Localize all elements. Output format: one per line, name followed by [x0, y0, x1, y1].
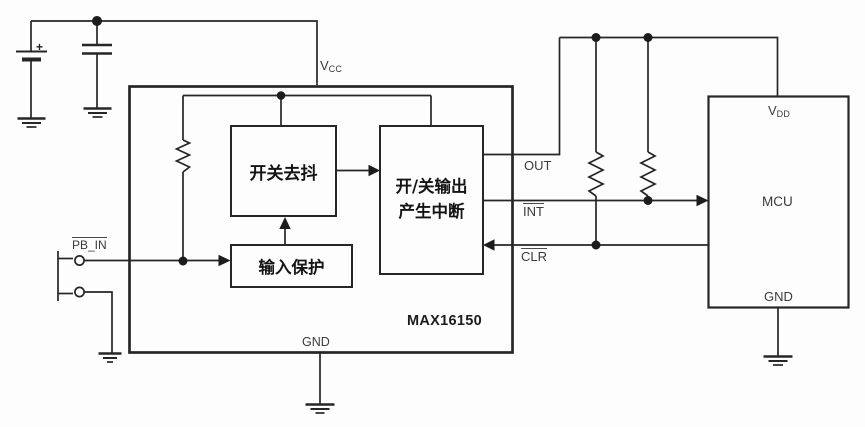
- mcu-name-text: MCU: [762, 194, 793, 209]
- output-text-line1: 开/关输出: [395, 177, 468, 197]
- out-wire: [483, 37, 561, 156]
- mcu-vdd-main-text: V: [768, 103, 777, 118]
- junction-dot: [643, 196, 653, 205]
- pb-in-text: PB_IN: [72, 237, 107, 252]
- pushbutton-gnd-wire: [84, 291, 113, 353]
- output-text-line2: 产生中断: [398, 202, 465, 221]
- input-protect-block-box: [230, 244, 353, 288]
- mcu-vdd-sub-text: DD: [776, 109, 791, 119]
- junction-dot: [276, 91, 286, 100]
- vcc-wire: [31, 20, 318, 85]
- debounce-text: 开关去抖: [249, 163, 318, 184]
- arrow-into-input-protect: [218, 254, 231, 267]
- debounce-block-label: 开关去抖: [231, 126, 336, 216]
- out-label: OUT: [524, 159, 551, 173]
- vcc-main-text: V: [320, 58, 329, 73]
- battery-icon: [16, 21, 47, 118]
- debounce-block-box: [230, 125, 337, 217]
- internal-pullup-resistor: [174, 95, 192, 261]
- chip-part-number: MAX16150: [407, 313, 482, 329]
- max16150-box: [128, 85, 514, 354]
- int-label: INT: [523, 203, 544, 219]
- junction-dot: [92, 16, 102, 26]
- output-block-label: 开/关输出 产生中断: [380, 126, 483, 274]
- vdd-rail: [559, 36, 779, 96]
- arrow-into-output-block: [368, 164, 380, 177]
- input-protect-block-label: 输入保护: [231, 245, 352, 287]
- pushbutton-icon: [57, 251, 85, 301]
- junction-dot: [591, 33, 601, 42]
- out-text: OUT: [524, 158, 552, 173]
- chip-part-number-text: MAX16150: [407, 313, 482, 329]
- pushbutton-ground-icon: [98, 352, 122, 363]
- int-pullup-resistor: [639, 37, 657, 200]
- vcc-label: VCC: [320, 59, 342, 74]
- capacitor-ground-icon: [83, 107, 112, 118]
- battery-ground-icon: [17, 117, 46, 128]
- output-block-box: [379, 125, 484, 275]
- arrowheads: [218, 164, 709, 267]
- arrow-int-into-mcu: [696, 194, 709, 207]
- chip-gnd-text: GND: [302, 335, 330, 349]
- junction-dots: [92, 16, 653, 266]
- pb-in-label: PB_IN: [72, 237, 107, 252]
- capacitor-icon: [82, 21, 112, 108]
- clr-label: CLR: [521, 248, 548, 264]
- battery-plus-label: +: [36, 40, 43, 54]
- junction-dot: [178, 256, 188, 266]
- junction-dot: [643, 33, 653, 42]
- input-protect-text: 输入保护: [258, 258, 325, 277]
- int-text: INT: [523, 203, 544, 219]
- chip-gnd-label: GND: [302, 335, 330, 349]
- chip-ground-icon: [305, 403, 335, 414]
- junction-dot: [591, 240, 601, 250]
- clr-text: CLR: [521, 248, 548, 264]
- mcu-vdd-label: VDD: [768, 104, 790, 119]
- mcu-name-label: MCU: [762, 194, 793, 209]
- vcc-sub-text: CC: [328, 64, 343, 74]
- mcu-gnd-text: GND: [764, 289, 793, 304]
- mcu-ground-icon: [763, 355, 793, 366]
- arrow-into-debounce: [279, 217, 291, 229]
- battery-plus-text: +: [36, 40, 44, 54]
- mcu-gnd-label: GND: [764, 290, 793, 304]
- clr-pullup-resistor: [587, 37, 605, 245]
- arrow-clr-into-output-block: [483, 239, 495, 251]
